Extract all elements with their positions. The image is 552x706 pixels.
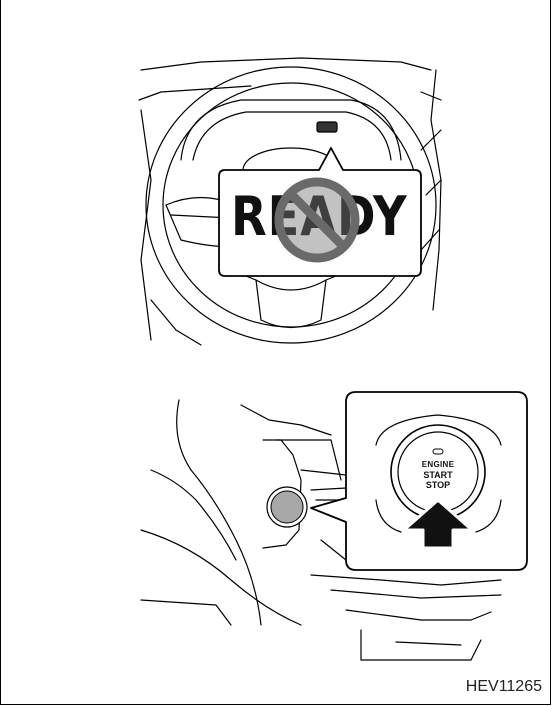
figure-code: HEV11265 — [466, 678, 542, 696]
